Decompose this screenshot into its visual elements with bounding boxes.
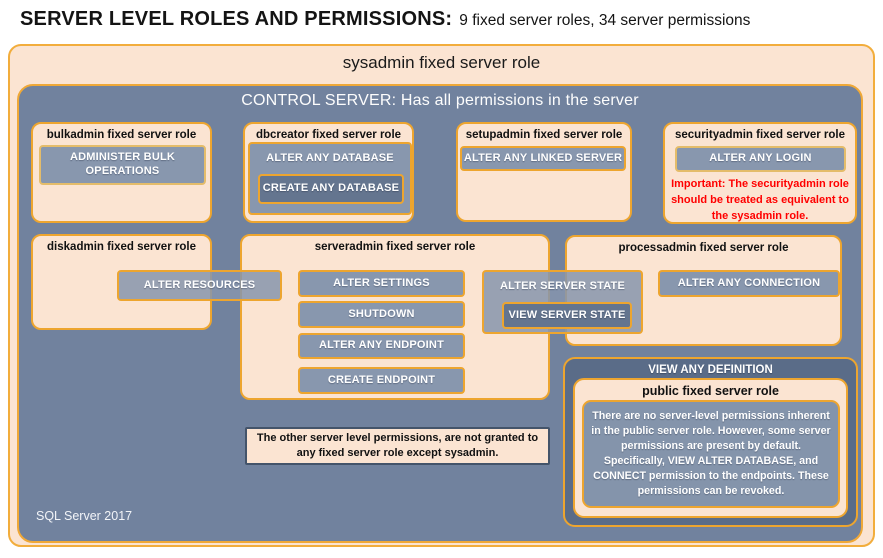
permission-alter-resources: ALTER RESOURCES — [117, 270, 282, 301]
permission-alter-any-connection: ALTER ANY CONNECTION — [658, 270, 840, 297]
sql-server-version-label: SQL Server 2017 — [36, 509, 133, 523]
permission-create-any-database: CREATE ANY DATABASE — [258, 174, 404, 204]
bulkadmin-role-title: bulkadmin fixed server role — [46, 129, 197, 141]
sysadmin-role-label: sysadmin fixed server role — [342, 53, 541, 72]
serveradmin-role-title: serveradmin fixed server role — [314, 241, 476, 253]
setupadmin-role-box: setupadmin fixed server role — [456, 122, 632, 222]
permission-alter-any-linked-server: ALTER ANY LINKED SERVER — [460, 146, 626, 171]
page-title-main: SERVER LEVEL ROLES AND PERMISSIONS: — [20, 8, 453, 30]
securityadmin-role-box: securityadmin fixed server role — [663, 122, 857, 224]
dbcreator-role-title: dbcreator fixed server role — [255, 129, 402, 141]
view-any-definition-label: VIEW ANY DEFINITION — [648, 364, 773, 376]
securityadmin-role-title: securityadmin fixed server role — [674, 129, 846, 141]
permission-administer-bulk-operations: ADMINISTER BULK OPERATIONS — [39, 145, 206, 185]
public-role-description: There are no server-level permissions in… — [582, 400, 840, 508]
permission-shutdown: SHUTDOWN — [298, 301, 465, 328]
permission-view-server-state: VIEW SERVER STATE — [502, 302, 632, 329]
permission-create-endpoint: CREATE ENDPOINT — [298, 367, 465, 394]
permission-alter-any-endpoint: ALTER ANY ENDPOINT — [298, 333, 465, 359]
permission-alter-any-login: ALTER ANY LOGIN — [675, 146, 846, 172]
setupadmin-role-title: setupadmin fixed server role — [465, 129, 623, 141]
public-role-title: public fixed server role — [642, 384, 779, 398]
permission-alter-settings: ALTER SETTINGS — [298, 270, 465, 297]
processadmin-role-title: processadmin fixed server role — [618, 242, 789, 254]
page-title-subtitle: 9 fixed server roles, 34 server permissi… — [459, 12, 751, 29]
diskadmin-role-title: diskadmin fixed server role — [47, 241, 196, 253]
other-permissions-note: The other server level permissions, are … — [245, 427, 550, 465]
page-title: SERVER LEVEL ROLES AND PERMISSIONS: 9 fi… — [20, 8, 870, 31]
control-server-label: CONTROL SERVER: Has all permissions in t… — [241, 92, 639, 109]
securityadmin-warning-text: Important: The securityadmin role should… — [671, 178, 849, 222]
